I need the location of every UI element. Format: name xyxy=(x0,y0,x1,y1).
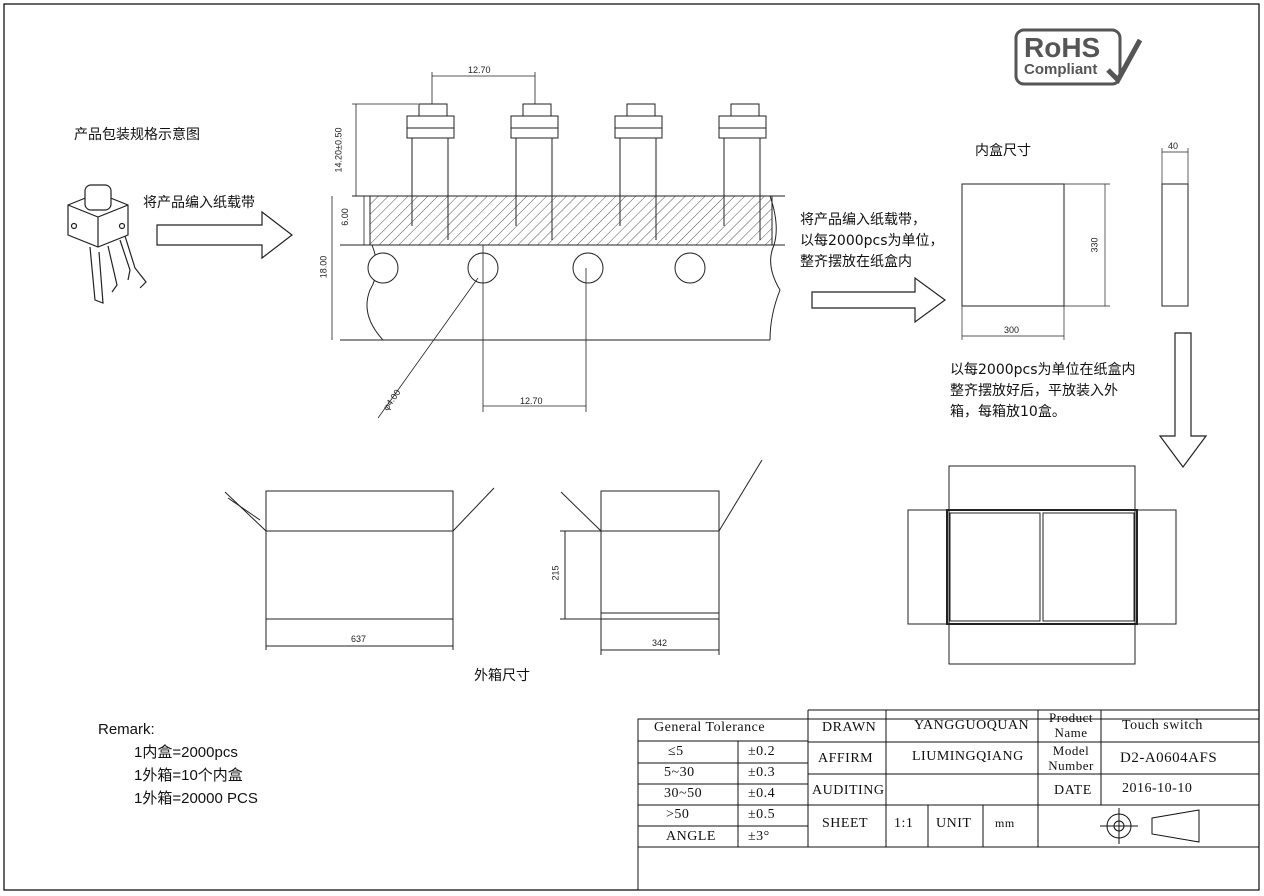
sheet-label: SHEET xyxy=(822,816,869,831)
outer-note-line-2: 整齐摆放好后，平放装入外 xyxy=(950,383,1118,399)
tol-row-4-value: ±0.5 xyxy=(748,807,776,822)
unit-value: mm xyxy=(995,816,1015,830)
tape-note: 将产品编入纸载带 xyxy=(143,195,255,211)
title-block-grid xyxy=(637,709,1260,891)
affirm-label: AFFIRM xyxy=(818,751,874,766)
inner-note-line-3: 整齐摆放在纸盒内 xyxy=(800,254,912,270)
rohs-logo-text: RoHS Compliant xyxy=(1024,32,1101,78)
tol-row-4-range: >50 xyxy=(666,807,690,822)
dim-height-top: 14.20±0.50 xyxy=(333,127,344,173)
dim-outer-w: 637 xyxy=(351,634,367,644)
drawn-value: YANGGUOQUAN xyxy=(914,718,1030,733)
packaging-title: 产品包装规格示意图 xyxy=(74,127,200,143)
tol-row-1-range: ≤5 xyxy=(668,744,684,759)
dim-inner-h: 330 xyxy=(1089,237,1100,253)
tol-row-2-range: 5~30 xyxy=(664,765,695,780)
date-label: DATE xyxy=(1054,783,1092,798)
tol-row-2-value: ±0.3 xyxy=(748,765,776,780)
outer-box-top-view xyxy=(907,465,1177,665)
auditing-label: AUDITING xyxy=(812,783,885,798)
affirm-value: LIUMINGQIANG xyxy=(912,749,1024,764)
dim-tape-width: 18.00 xyxy=(318,255,329,279)
outer-note-line-3: 箱，每箱放10盒。 xyxy=(950,404,1066,420)
inner-note-line-2: 以每2000pcs为单位， xyxy=(800,233,944,249)
page-border xyxy=(3,3,1260,891)
dim-pitch-bottom: 12.70 xyxy=(520,396,543,406)
switch-iso-icon xyxy=(67,184,147,304)
inner-box-note: 将产品编入纸载带， 以每2000pcs为单位， 整齐摆放在纸盒内 xyxy=(800,210,944,273)
arrow-right-2 xyxy=(811,276,947,324)
inner-box xyxy=(961,148,1189,340)
rohs-badge xyxy=(1014,28,1143,86)
model-value: D2-A0604AFS xyxy=(1120,750,1218,766)
outer-note: 以每2000pcs为单位在纸盒内 整齐摆放好后，平放装入外 箱，每箱放10盒。 xyxy=(950,360,1136,423)
date-value: 2016-10-10 xyxy=(1122,781,1193,796)
inner-box-title: 内盒尺寸 xyxy=(975,143,1031,159)
inner-note-line-1: 将产品编入纸载带， xyxy=(800,212,926,228)
model-label: Model Number xyxy=(1048,743,1094,773)
arrow-down xyxy=(1158,332,1208,469)
outer-box-short xyxy=(560,459,763,655)
product-name-label: Product Name xyxy=(1049,710,1093,740)
tol-row-3-range: 30~50 xyxy=(664,786,703,801)
tol-row-5-value: ±3° xyxy=(748,829,770,844)
remark-line-2: 1外箱=10个内盒 xyxy=(134,767,243,784)
remark-line-3: 1外箱=20000 PCS xyxy=(134,790,258,807)
dim-outer-d: 342 xyxy=(652,638,668,648)
tape-dimension-lines xyxy=(331,72,587,419)
projection-symbol-icon xyxy=(1100,808,1200,844)
rohs-line1: RoHS xyxy=(1024,32,1101,63)
dim-inner-d: 40 xyxy=(1168,141,1179,151)
rohs-line2: Compliant xyxy=(1024,61,1098,78)
dim-inner-w: 300 xyxy=(1004,325,1020,335)
remark-block: Remark: 1内盒=2000pcs 1外箱=10个内盒 1外箱=20000 … xyxy=(98,718,258,810)
sheet-value: 1:1 xyxy=(894,816,914,831)
outer-note-line-1: 以每2000pcs为单位在纸盒内 xyxy=(950,362,1136,378)
tape-switches xyxy=(406,103,767,240)
tol-row-5-range: ANGLE xyxy=(666,829,716,844)
outer-box-long xyxy=(224,487,495,650)
remark-line-1: 1内盒=2000pcs xyxy=(134,744,238,761)
tolerance-header: General Tolerance xyxy=(654,720,766,735)
remark-title: Remark: xyxy=(98,721,155,738)
outer-box-title: 外箱尺寸 xyxy=(474,668,530,684)
arrow-right-1 xyxy=(156,210,293,260)
dim-outer-h: 215 xyxy=(550,565,561,581)
dim-tape-band: 6.00 xyxy=(339,208,350,226)
tol-row-3-value: ±0.4 xyxy=(748,786,776,801)
dim-pitch-top: 12.70 xyxy=(468,65,491,75)
drawn-label: DRAWN xyxy=(822,720,877,735)
tol-row-1-value: ±0.2 xyxy=(748,744,776,759)
product-name-value: Touch switch xyxy=(1122,718,1203,733)
unit-label: UNIT xyxy=(936,816,972,831)
carrier-tape xyxy=(340,195,785,341)
